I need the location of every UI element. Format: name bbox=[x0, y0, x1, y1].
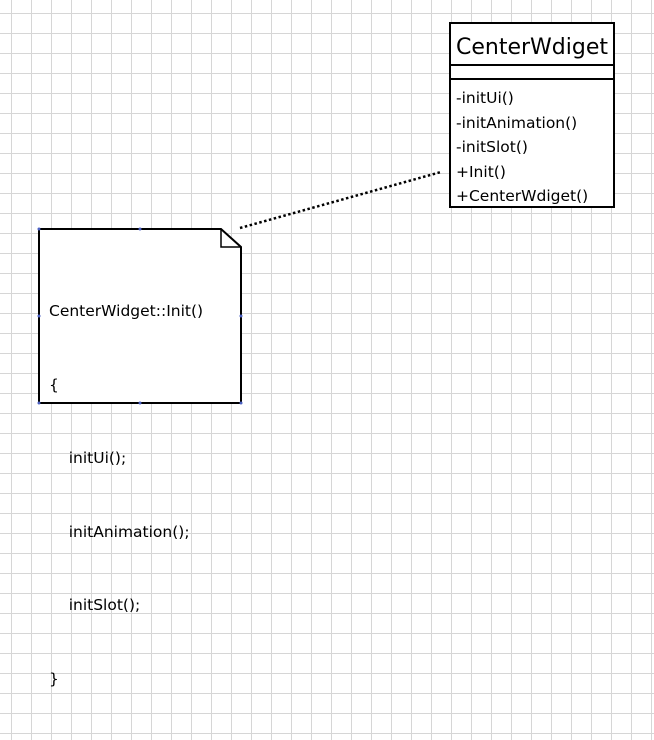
note-line: initUi(); bbox=[49, 449, 127, 467]
class-name: CenterWdiget bbox=[451, 24, 613, 66]
diagram-canvas bbox=[37, 170, 442, 405]
method-constructor: +CenterWdiget() bbox=[456, 187, 589, 205]
note-text: CenterWidget::Init() { initUi(); initAni… bbox=[49, 250, 203, 740]
class-attributes-section bbox=[451, 66, 613, 80]
note-line: { bbox=[49, 375, 59, 394]
class-methods-section: -initUi() -initAnimation() -initSlot() +… bbox=[451, 80, 613, 209]
uml-note: CenterWidget::Init() { initUi(); initAni… bbox=[38, 228, 241, 688]
note-connector[interactable] bbox=[239, 170, 442, 230]
note-handles bbox=[37, 227, 243, 405]
method-init-animation: -initAnimation() bbox=[456, 113, 578, 132]
method-init: +Init() bbox=[456, 162, 506, 181]
note-line: CenterWidget::Init() bbox=[49, 302, 204, 320]
note-line: initAnimation(); bbox=[49, 522, 190, 541]
method-init-slot: -initSlot() bbox=[456, 138, 528, 156]
note-line: } bbox=[49, 669, 59, 688]
method-init-ui: -initUi() bbox=[456, 89, 514, 107]
note-shape[interactable] bbox=[38, 228, 242, 404]
note-line: initSlot(); bbox=[49, 596, 141, 614]
note-fold bbox=[220, 229, 241, 248]
uml-class-box[interactable]: CenterWdiget -initUi() -initAnimation() … bbox=[449, 22, 615, 208]
